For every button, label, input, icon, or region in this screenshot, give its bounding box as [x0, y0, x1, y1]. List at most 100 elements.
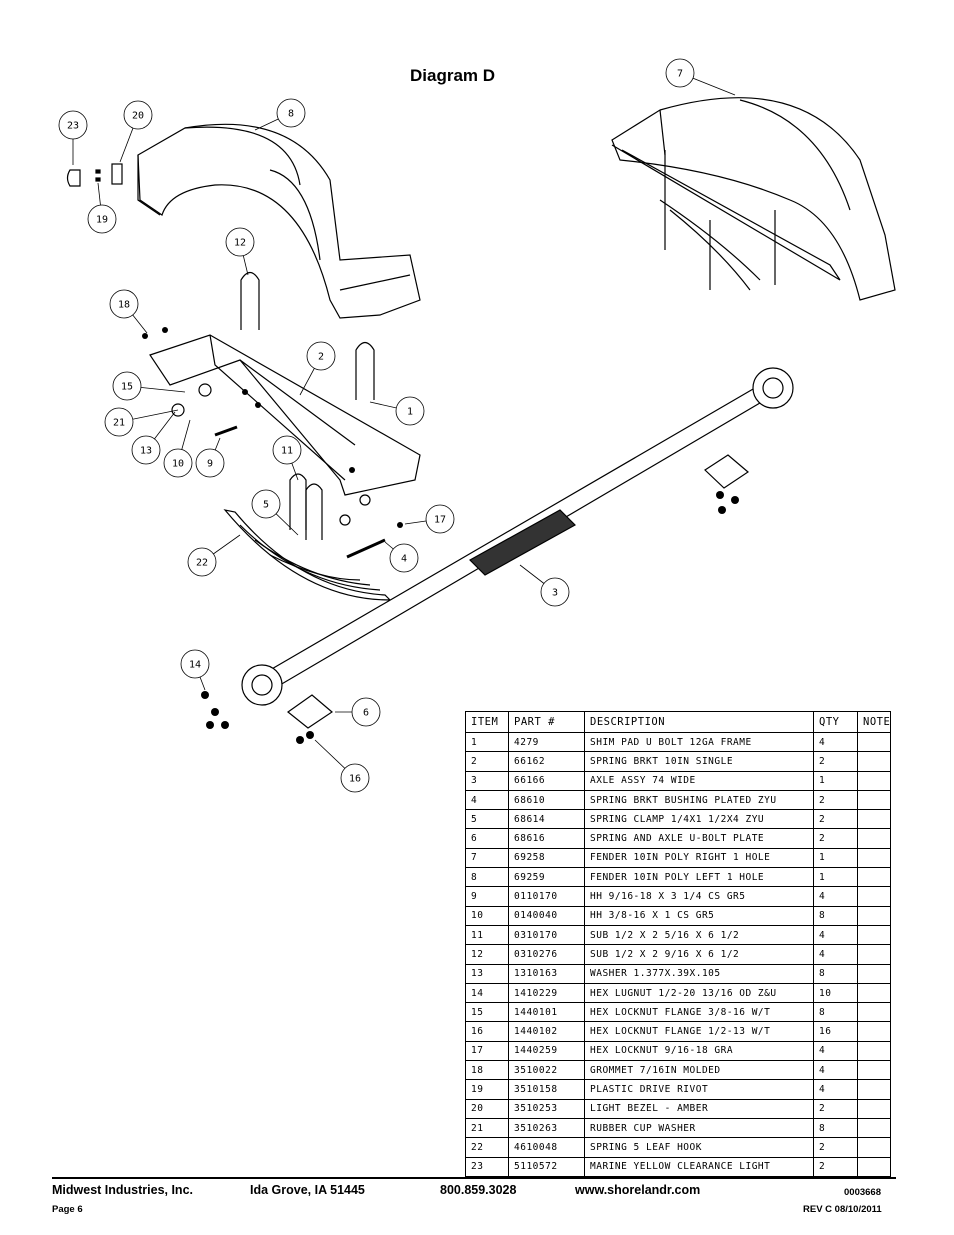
cell-note	[856, 886, 892, 907]
callout-bubble	[180, 649, 210, 679]
cell-note	[856, 1137, 892, 1158]
cell-description: HEX LOCKNUT 9/16-18 GRA	[584, 1040, 814, 1062]
callout-11: 11	[272, 435, 302, 481]
u-bolt-plates	[287, 454, 749, 729]
callout-bubble	[104, 407, 134, 437]
callout-label: 3	[552, 588, 558, 599]
footer-doc-number: 0003668	[844, 1187, 881, 1198]
cell-description: HEX LUGNUT 1/2-20 13/16 OD Z&U	[584, 982, 814, 1004]
footer-website: www.shorelandr.com	[575, 1183, 701, 1197]
cell-note	[856, 770, 892, 791]
footer-location: Ida Grove, IA 51445	[250, 1183, 365, 1197]
callout-label: 1	[407, 407, 413, 418]
cell-description: SUB 1/2 X 2 9/16 X 6 1/2	[584, 944, 814, 965]
cell-part: 1310163	[508, 963, 585, 984]
callout-bubble	[351, 697, 381, 727]
cell-part: 69258	[508, 847, 585, 869]
callout-1: 1	[369, 396, 425, 426]
cell-qty: 4	[813, 924, 858, 946]
header-part: PART #	[508, 711, 585, 733]
callout-label: 21	[113, 418, 125, 429]
cell-qty: 8	[813, 1117, 858, 1139]
callout-8: 8	[254, 98, 306, 131]
cell-qty: 1	[813, 867, 858, 888]
cell-item: 8	[465, 867, 509, 888]
cell-note	[856, 867, 892, 888]
cell-qty: 2	[813, 751, 858, 772]
left-fender	[137, 123, 421, 319]
callout-bubble	[540, 577, 570, 607]
callout-13: 13	[131, 411, 176, 465]
cell-qty: 4	[813, 731, 858, 753]
callout-label: 15	[121, 382, 133, 393]
cell-qty: 2	[813, 1098, 858, 1119]
callout-bubble	[87, 204, 117, 234]
cell-qty: 2	[813, 1156, 858, 1177]
cell-description: GROMMET 7/16IN MOLDED	[584, 1060, 814, 1081]
cell-part: 1410229	[508, 982, 585, 1004]
callout-label: 8	[288, 109, 294, 120]
header-description: DESCRIPTION	[584, 711, 814, 733]
cell-description: HH 3/8-16 X 1 CS GR5	[584, 905, 814, 926]
callout-label: 11	[281, 446, 293, 457]
cell-item: 20	[465, 1098, 509, 1119]
cell-qty: 1	[813, 770, 858, 791]
cell-description: MARINE YELLOW CLEARANCE LIGHT	[584, 1156, 814, 1177]
cell-qty: 1	[813, 847, 858, 869]
callout-label: 14	[189, 660, 201, 671]
cell-item: 4	[465, 789, 509, 811]
cell-part: 68616	[508, 828, 585, 849]
cell-part: 0310170	[508, 924, 585, 946]
cell-part: 66162	[508, 751, 585, 772]
cell-part: 69259	[508, 867, 585, 888]
callout-20: 20	[119, 100, 153, 163]
cell-qty: 4	[813, 944, 858, 965]
callout-18: 18	[109, 289, 148, 334]
cell-part: 0110170	[508, 886, 585, 907]
leaf-spring	[223, 509, 392, 601]
callout-19: 19	[87, 182, 117, 234]
cell-qty: 10	[813, 982, 858, 1004]
page-title: Diagram D	[410, 66, 496, 85]
cell-note	[856, 731, 892, 753]
cell-description: SPRING BRKT BUSHING PLATED ZYU	[584, 789, 814, 811]
callout-label: 12	[234, 238, 246, 249]
parts-table-header: ITEM PART # DESCRIPTION QTY NOTE	[465, 711, 892, 733]
cell-qty: 8	[813, 905, 858, 926]
cell-qty: 2	[813, 1137, 858, 1158]
cell-description: RUBBER CUP WASHER	[584, 1117, 814, 1139]
cell-item: 23	[465, 1156, 509, 1177]
callout-label: 23	[67, 121, 79, 132]
cell-description: SPRING 5 LEAF HOOK	[584, 1137, 814, 1158]
cell-item: 21	[465, 1117, 509, 1139]
cell-note	[856, 905, 892, 926]
cell-note	[856, 1098, 892, 1119]
cell-part: 3510022	[508, 1060, 585, 1081]
callout-5: 5	[251, 489, 299, 536]
callout-17: 17	[404, 504, 455, 534]
callout-7: 7	[665, 58, 736, 96]
callout-label: 9	[207, 459, 213, 470]
callout-bubble	[340, 763, 370, 793]
cell-note	[856, 944, 892, 965]
cell-part: 3510158	[508, 1079, 585, 1100]
cell-note	[856, 809, 892, 830]
callout-label: 20	[132, 111, 144, 122]
callout-bubble	[276, 98, 306, 128]
callout-bubble	[395, 396, 425, 426]
cell-note	[856, 789, 892, 811]
cell-item: 16	[465, 1021, 509, 1042]
